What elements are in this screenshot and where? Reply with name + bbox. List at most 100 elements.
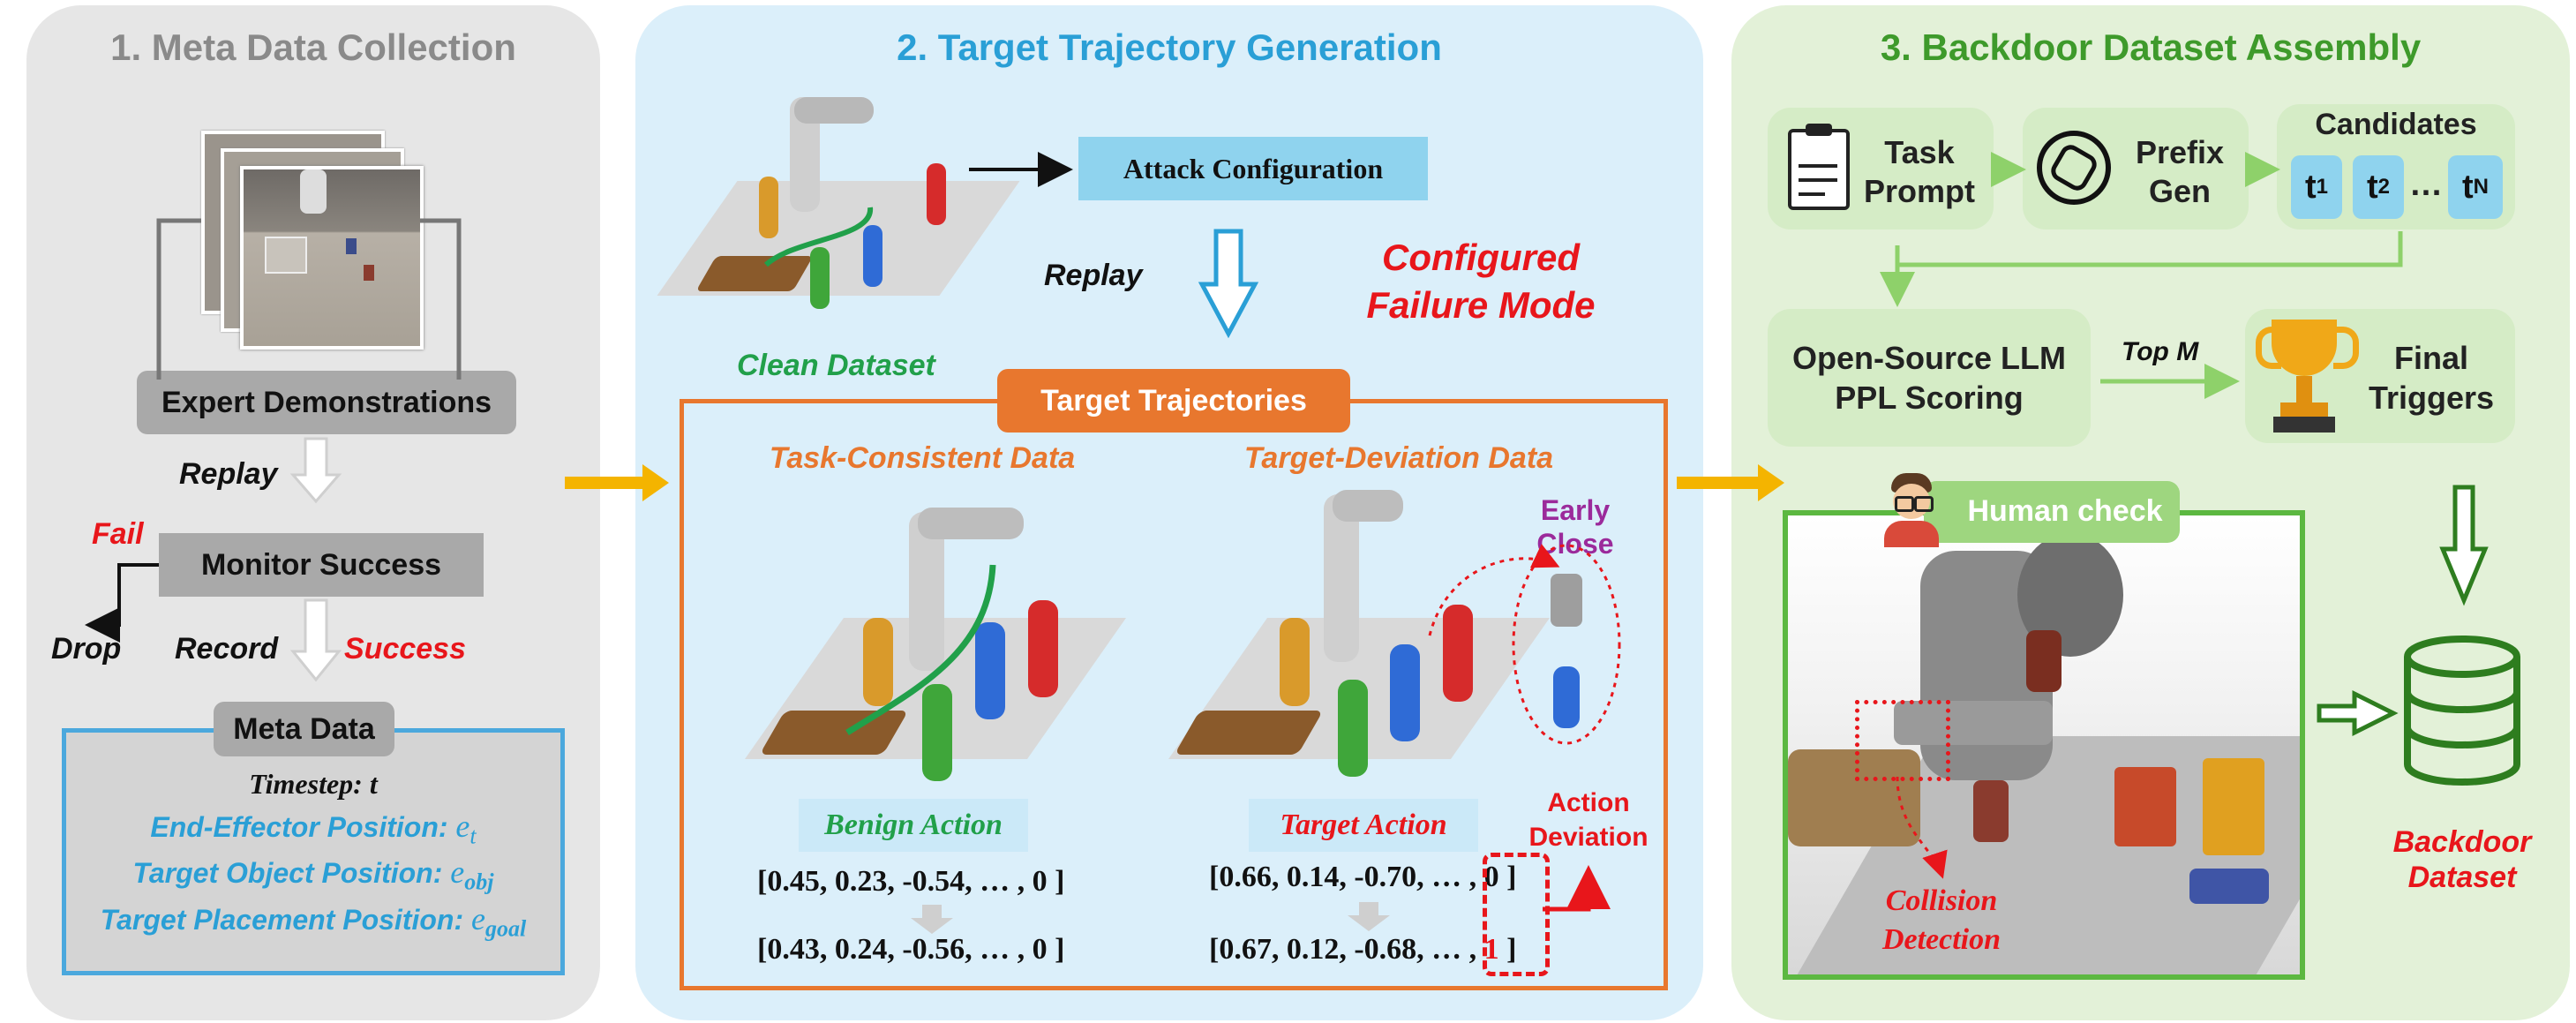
panel3-title: 3. Backdoor Dataset Assembly (1880, 26, 2422, 68)
target-object-sub: obj (464, 869, 494, 895)
target-object-text: Target Object Position: (132, 857, 451, 889)
candidate-token-n-text: t (2462, 168, 2474, 206)
panel1-title: 1. Meta Data Collection (110, 26, 516, 68)
end-effector-sub: t (469, 823, 477, 849)
end-effector-var: e (455, 809, 470, 844)
target-action-text: Target Action (1280, 809, 1447, 841)
target-object-line: Target Object Position: eobj (62, 854, 565, 895)
collision-detection-label-2: Detection (1881, 923, 2001, 956)
hollow-arrow-replay-1 (289, 437, 342, 504)
action-deviation-label-2: Deviation (1528, 823, 1648, 852)
action-deviation-arrow (1543, 865, 1611, 912)
task-consistent-label: Task-Consistent Data (769, 441, 1076, 475)
benign-vector-2: [0.43, 0.24, -0.56, … , 0 ] (757, 933, 1065, 966)
human-avatar-icon (1884, 473, 1939, 547)
target-trajectories-title: Target Trajectories (997, 369, 1350, 433)
replay-label-2: Replay (1044, 259, 1143, 292)
fail-drop-arrow (85, 563, 159, 643)
benign-action-text: Benign Action (824, 809, 1003, 841)
photo-bracket (156, 218, 462, 380)
backdoor-dataset-label-2: Dataset (2407, 861, 2517, 894)
action-deviation-label-1: Action (1547, 788, 1630, 817)
yellow-arrow-1 (565, 464, 669, 501)
panel2-title: 2. Target Trajectory Generation (897, 26, 1442, 68)
end-effector-line: End-Effector Position: et (62, 808, 565, 849)
hollow-arrow-record (289, 598, 342, 682)
llm-ppl-scoring-box (1768, 309, 2091, 447)
target-action-badge: Target Action (1249, 799, 1478, 852)
early-close-dotted-arrow (1428, 544, 1560, 636)
clean-dataset-label: Clean Dataset (737, 349, 935, 382)
openai-logo-icon (2037, 131, 2111, 205)
target-deviation-label: Target-Deviation Data (1243, 441, 1554, 475)
collision-dotted-arrow (1896, 776, 1948, 879)
target-object-var: e (450, 854, 465, 890)
early-close-dotted-ellipse (1512, 544, 1621, 745)
final-triggers-label-2: Triggers (2368, 380, 2495, 416)
collision-detection-label-1: Collision (1885, 884, 1998, 917)
target-placement-sub: goal (484, 915, 527, 942)
expert-demonstrations-box: Expert Demonstrations (137, 371, 516, 434)
target-placement-text: Target Placement Position: (100, 904, 471, 936)
human-check-badge (1924, 481, 2180, 543)
llm-label-2: PPL Scoring (1835, 380, 2024, 416)
task-prompt-label-2: Prompt (1864, 173, 1975, 209)
human-to-db-arrow (2317, 689, 2399, 737)
prefix-gen-label-1: Prefix (2135, 134, 2225, 170)
task-consistent-green-arrow (845, 564, 996, 735)
llm-label-1: Open-Source LLM (1791, 340, 2066, 376)
target-vector-1: [0.66, 0.14, -0.70, … , 0 ] (1209, 861, 1517, 893)
target-vector-2-value: 1 (1483, 933, 1499, 966)
target-placement-var: e (471, 901, 485, 936)
deviation-highlight-box (1483, 853, 1550, 976)
target-placement-line: Target Placement Position: egoal (62, 900, 565, 942)
success-label: Success (344, 632, 466, 666)
meta-data-panel (62, 728, 565, 975)
prefix-gen-label-2: Gen (2148, 173, 2211, 209)
timestep-text: Timestep: t (249, 768, 378, 800)
target-vector-2-suffix: ] (1498, 933, 1517, 966)
target-vector-2: [0.67, 0.12, -0.68, … , 1 ] (1209, 933, 1516, 967)
benign-action-badge: Benign Action (799, 799, 1028, 852)
meta-data-title: Meta Data (214, 702, 394, 756)
candidate-token-2-sub: 2 (2377, 175, 2390, 199)
backdoor-dataset-label-1: Backdoor (2392, 825, 2532, 859)
monitor-success-box: Monitor Success (159, 533, 484, 597)
top-m-label: Top M (2122, 337, 2199, 366)
target-vector-2-prefix: [0.67, 0.12, -0.68, … , (1209, 933, 1484, 966)
clean-green-arrow (763, 207, 874, 267)
benign-gray-arrow (911, 905, 953, 934)
target-gray-arrow (1348, 902, 1390, 931)
end-effector-text: End-Effector Position: (150, 811, 456, 843)
benign-vector-1: [0.45, 0.23, -0.54, … , 0 ] (757, 865, 1065, 898)
trophy-icon (2256, 320, 2359, 434)
candidate-ellipsis: … (2409, 166, 2443, 203)
replay-label-1: Replay (179, 457, 278, 491)
early-close-label-1: Early (1540, 494, 1611, 526)
timestep-line: Timestep: t (62, 768, 565, 801)
fail-label: Fail (92, 517, 144, 551)
final-triggers-label-1: Final (2393, 340, 2468, 376)
candidates-label: Candidates (2315, 108, 2477, 141)
configured-failure-mode-line1: Configured (1382, 237, 1580, 278)
record-label: Record (175, 632, 279, 666)
attack-configuration-box: Attack Configuration (1078, 137, 1428, 200)
database-icon (2400, 636, 2524, 786)
candidate-token-1-sub: 1 (2316, 175, 2328, 199)
configured-failure-mode-line2: Failure Mode (1366, 284, 1596, 326)
candidate-token-n-sub: N (2473, 175, 2489, 199)
yellow-arrow-2 (1677, 464, 1784, 501)
triggers-to-db-arrow (2439, 485, 2489, 606)
replay-blue-arrow (1198, 229, 1259, 339)
human-check-label: Human check (1967, 494, 2163, 528)
candidates-to-llm-connector (1897, 231, 2403, 298)
candidate-token-1-text: t (2304, 168, 2317, 206)
task-prompt-label-1: Task (1884, 134, 1955, 170)
candidate-token-2-text: t (2366, 168, 2378, 206)
clipboard-icon (1788, 124, 1850, 210)
collision-highlight-box (1855, 700, 1950, 781)
